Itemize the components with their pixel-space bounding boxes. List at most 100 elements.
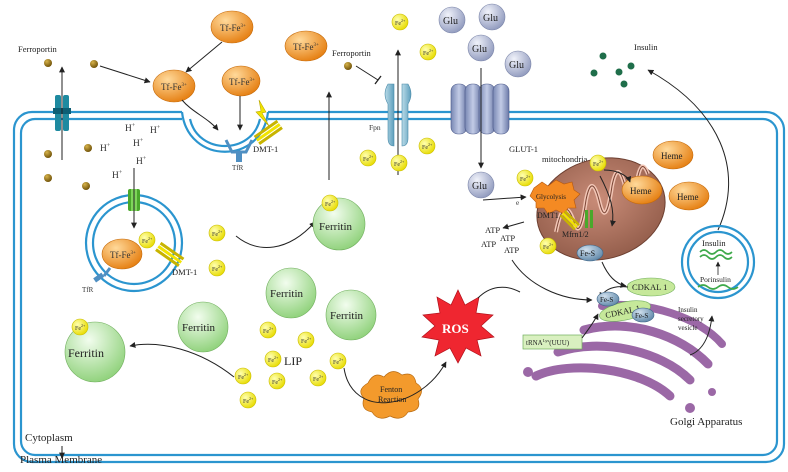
svg-text:Heme: Heme <box>630 186 652 196</box>
svg-text:Glycolysis: Glycolysis <box>536 193 566 201</box>
svg-text:CDKAL 1: CDKAL 1 <box>632 282 667 292</box>
fe2-mito-group: Fe2+ Fe2+ Fe2+ <box>516 154 607 255</box>
svg-text:Fe2+: Fe2+ <box>75 323 86 332</box>
heme-group: Heme Heme Heme <box>621 140 710 211</box>
svg-text:TfR: TfR <box>232 164 244 172</box>
svg-text:H+: H+ <box>136 156 147 167</box>
svg-text:Fe2+: Fe2+ <box>212 229 223 238</box>
svg-text:Heme: Heme <box>677 192 699 202</box>
svg-text:H+: H+ <box>125 123 136 134</box>
cell-membrane <box>12 110 786 464</box>
lip-label: LIP <box>284 354 302 368</box>
vesicle-label-2: secretory <box>678 315 704 323</box>
ferritin-center-right: Ferritin <box>325 289 377 341</box>
svg-text:Fe2+: Fe2+ <box>520 174 531 183</box>
endocytic-pit <box>180 108 270 153</box>
ros-burst: ROS <box>421 289 495 364</box>
svg-text:Ferritin: Ferritin <box>270 288 303 300</box>
ferroportin-left-label: Ferroportin <box>18 44 57 54</box>
dmt1-transporter-top: DMT-1 <box>253 119 283 154</box>
svg-text:Reaction: Reaction <box>378 395 406 404</box>
svg-text:Glu: Glu <box>483 13 498 24</box>
svg-text:Fe2+: Fe2+ <box>268 355 279 364</box>
svg-text:ROS: ROS <box>442 321 469 336</box>
mitochondria-label: mitochondria <box>542 154 588 164</box>
svg-text:Fe2+: Fe2+ <box>395 18 406 27</box>
svg-text:Tf-Fe3+: Tf-Fe3+ <box>229 77 255 87</box>
svg-text:Fe2+: Fe2+ <box>263 326 274 335</box>
ferroportin-top-label: Ferroportin <box>332 48 371 58</box>
dmt1-transporter-endosome: DMT-1 <box>155 241 197 277</box>
svg-text:Tf-Fe3+: Tf-Fe3+ <box>161 82 187 92</box>
svg-text:DMT1: DMT1 <box>537 211 559 220</box>
cdkal1-golgi-complex: CDKAL 1 Fe-S Fe-S <box>596 291 655 323</box>
svg-text:Fe-S: Fe-S <box>635 312 648 320</box>
insulin-vesicle: Insulin Porinsulin <box>680 224 756 300</box>
svg-text:H+: H+ <box>150 125 161 136</box>
svg-text:Fe2+: Fe2+ <box>333 357 344 366</box>
svg-text:H+: H+ <box>112 170 123 181</box>
svg-text:Glu: Glu <box>509 60 524 71</box>
svg-text:ATP: ATP <box>485 225 500 235</box>
vesicle-label: Insulin <box>678 306 698 314</box>
labile-iron-pool: Fe2+ Fe2+ Fe2+ Fe2+ Fe2+ Fe2+ Fe2+ Fe2+ <box>234 321 347 409</box>
insulin-granules <box>590 52 635 88</box>
svg-text:Fe2+: Fe2+ <box>301 336 312 345</box>
glut1-transporter: GLUT-1 <box>450 83 538 154</box>
tfr-receptor-top: TfR <box>224 139 254 172</box>
svg-text:Tf-Fe3+: Tf-Fe3+ <box>110 250 136 260</box>
svg-text:Fe2+: Fe2+ <box>238 372 249 381</box>
vesicle-label-3: vesicle <box>678 324 697 332</box>
glycolysis-badge: Glycolysis <box>529 179 581 215</box>
svg-text:TfR: TfR <box>82 286 94 294</box>
svg-text:Mfrn1/2: Mfrn1/2 <box>562 230 589 239</box>
ferritin-left: Ferritin <box>177 301 229 353</box>
extracellular-iron-dots <box>44 59 352 190</box>
svg-text:Porinsulin: Porinsulin <box>700 275 731 284</box>
atp-labels: ATP ATP ATP ATP <box>481 225 519 255</box>
plasma-membrane-label: Plasma Membrane <box>20 454 102 466</box>
proton-labels: H+ H+ H+ H+ H+ H+ <box>100 123 161 181</box>
svg-text:Fe-S: Fe-S <box>580 249 595 258</box>
svg-text:ATP: ATP <box>504 245 519 255</box>
ferritin-right: Ferritin Fe2+ <box>312 194 366 251</box>
svg-text:Ferritin: Ferritin <box>182 322 215 334</box>
svg-text:Fe2+: Fe2+ <box>142 236 153 245</box>
tf-fe-left: Tf-Fe3+ <box>152 69 196 103</box>
svg-text:Ferritin: Ferritin <box>68 346 104 360</box>
fe2-cytoplasm-group: Fe2+ Fe2+ <box>208 224 226 277</box>
tf-fe-top: Tf-Fe3+ <box>210 10 254 44</box>
tfr-receptor-endosome: TfR <box>82 267 112 294</box>
svg-text:Glu: Glu <box>443 16 458 27</box>
svg-text:Insulin: Insulin <box>702 238 726 248</box>
svg-text:H+: H+ <box>133 138 144 149</box>
svg-text:GLUT-1: GLUT-1 <box>509 144 538 154</box>
fe2-top-group: Fe2+ Fe2+ Fe2+ Fe2+ Fe2+ <box>359 13 437 172</box>
svg-text:Heme: Heme <box>661 151 683 161</box>
svg-text:Fe2+: Fe2+ <box>422 142 433 151</box>
svg-text:Tf-Fe3+: Tf-Fe3+ <box>220 23 246 33</box>
svg-text:Fe2+: Fe2+ <box>363 154 374 163</box>
svg-text:Fe-S: Fe-S <box>600 296 613 304</box>
glucose-group: Glu Glu Glu Glu Glu <box>438 3 532 199</box>
svg-text:DMT-1: DMT-1 <box>172 267 197 277</box>
svg-text:Tf-Fe3+: Tf-Fe3+ <box>293 42 319 52</box>
fenton-reaction: Fenton Reaction <box>360 371 422 419</box>
svg-text:Fpn: Fpn <box>369 123 381 132</box>
svg-text:Fe2+: Fe2+ <box>212 264 223 273</box>
cdkal1-free: CDKAL 1 <box>626 277 676 297</box>
svg-text:Fe2+: Fe2+ <box>593 159 604 168</box>
svg-text:e: e <box>516 199 519 207</box>
fe-s-cluster-mito: Fe-S <box>576 244 604 262</box>
fpn-transporter: Fpn <box>369 83 412 147</box>
svg-text:Glu: Glu <box>472 44 487 55</box>
ferritin-center: Ferritin <box>265 267 317 319</box>
svg-text:Fe2+: Fe2+ <box>313 374 324 383</box>
insulin-top-label: Insulin <box>634 42 658 52</box>
svg-text:Fe2+: Fe2+ <box>423 48 434 57</box>
ferritin-far-left: Ferritin Fe2+ <box>64 318 126 383</box>
golgi-label: Golgi Apparatus <box>670 416 742 428</box>
svg-text:Fe2+: Fe2+ <box>243 396 254 405</box>
svg-text:Fe2+: Fe2+ <box>543 242 554 251</box>
